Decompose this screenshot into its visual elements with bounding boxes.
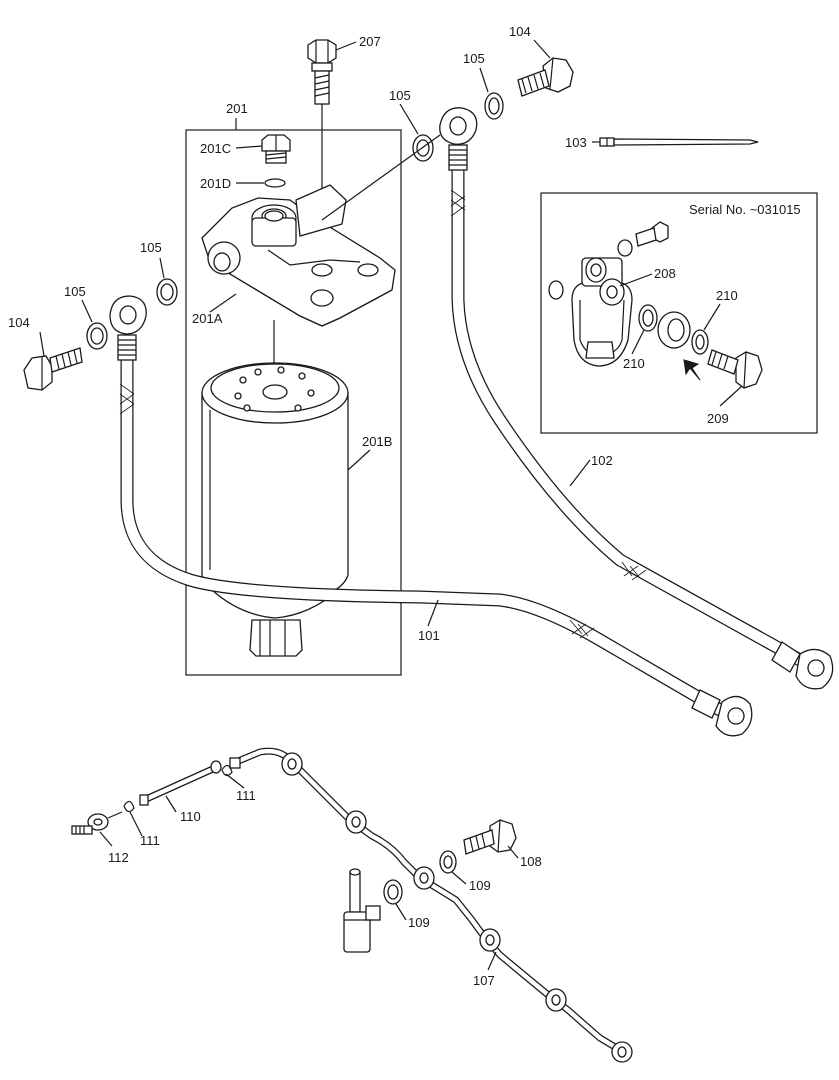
label-110: 110	[180, 809, 201, 824]
inset-small-bolt	[635, 221, 669, 247]
label-208: 208	[654, 266, 676, 281]
label-108: 108	[520, 854, 542, 869]
filter-assembly-frame	[185, 129, 402, 676]
inset-sediment-bowl-208	[571, 257, 633, 367]
leakoff-line-107	[229, 747, 633, 1063]
label-111-b: 111	[140, 833, 160, 848]
label-105-left1: 105	[140, 240, 162, 255]
label-201C: 201C	[200, 141, 231, 156]
label-105-top: 105	[463, 51, 485, 66]
label-111-a: 111	[236, 788, 256, 803]
cable-tie-103	[599, 137, 759, 147]
label-107: 107	[473, 973, 495, 988]
filter-head-201A	[201, 184, 396, 327]
label-201: 201	[226, 101, 248, 116]
label-105-mid: 105	[389, 88, 411, 103]
hose-101	[109, 295, 753, 737]
label-104-left: 104	[8, 315, 30, 330]
label-210-b: 210	[716, 288, 738, 303]
label-102: 102	[591, 453, 613, 468]
label-201B: 201B	[362, 434, 392, 449]
filter-element-201B	[201, 362, 349, 657]
serial-inset-frame	[540, 192, 818, 434]
pipe-110	[139, 760, 222, 806]
label-201A: 201A	[192, 311, 223, 326]
fitting-injector	[343, 868, 381, 953]
label-104-top: 104	[509, 24, 531, 39]
label-209: 209	[707, 411, 729, 426]
bolt-207	[307, 39, 337, 105]
o-ring-201D	[264, 178, 286, 188]
label-103: 103	[565, 135, 587, 150]
label-201D: 201D	[200, 176, 231, 191]
label-210-a: 210	[623, 356, 645, 371]
clip-111-a	[221, 764, 233, 777]
banjo-112	[71, 811, 123, 835]
leader-lines	[39, 39, 743, 971]
label-109-a: 109	[469, 878, 491, 893]
label-105-left2: 105	[64, 284, 86, 299]
serial-label: Serial No. ~031015	[689, 202, 801, 217]
plug-201C	[261, 134, 291, 164]
clip-111-b	[123, 800, 135, 813]
inset-bolt-209	[707, 349, 763, 389]
label-207: 207	[359, 34, 381, 49]
bolt-108	[463, 819, 517, 855]
label-112: 112	[108, 850, 129, 865]
bolt-104-left	[23, 347, 83, 391]
label-109-b: 109	[408, 915, 430, 930]
inset-arrow-icon	[683, 359, 701, 381]
bolt-104-top	[517, 57, 574, 97]
hose-102	[439, 107, 834, 690]
label-101: 101	[418, 628, 440, 643]
